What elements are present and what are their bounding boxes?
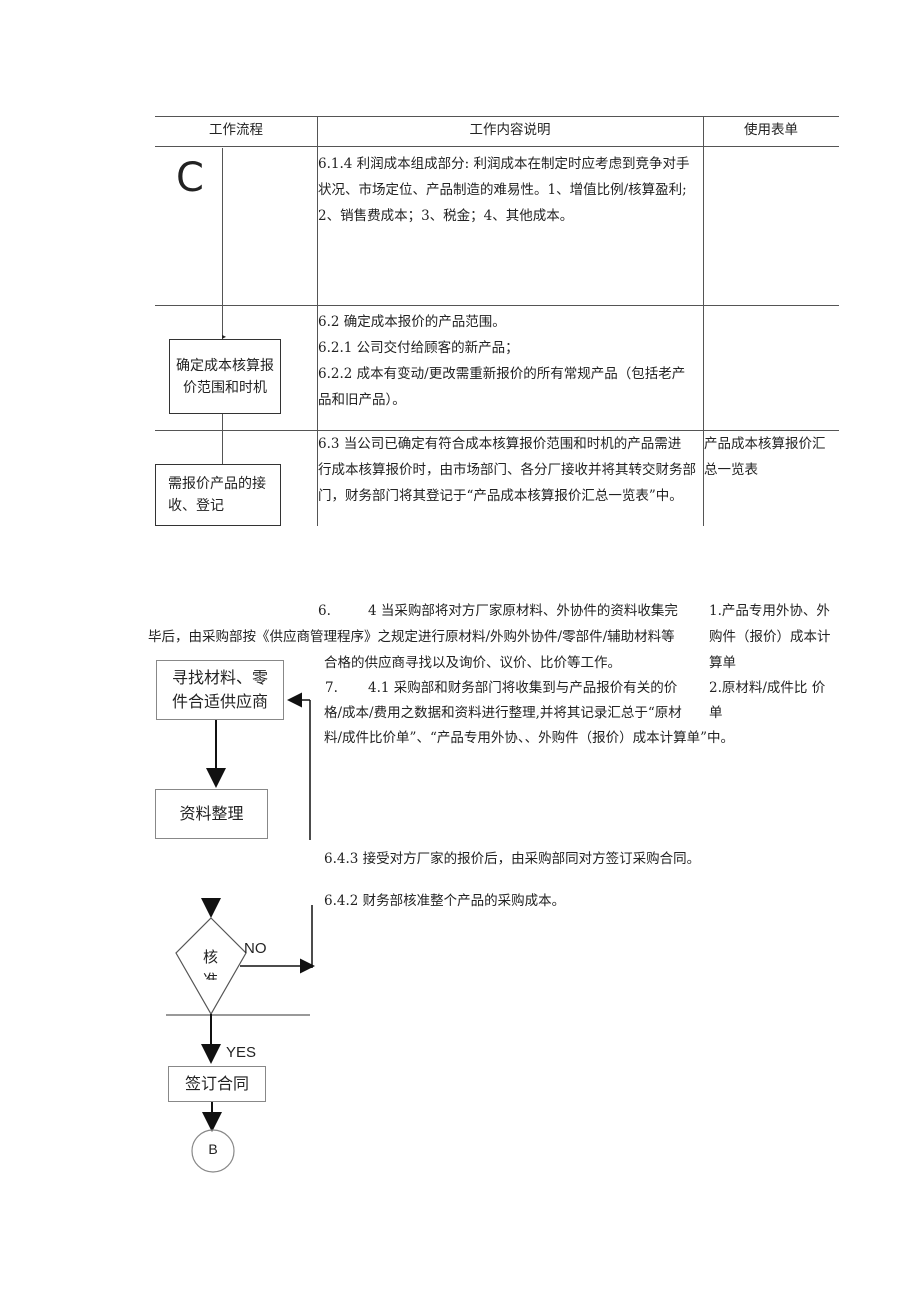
p1-line-2: 毕后，由采购部按《供应商管理程序》之规定进行原材料/外购外协件/零部件/辅助材料…	[148, 629, 675, 645]
process-box-register: 需报价产品的接收、登记	[155, 464, 281, 526]
row3-line-1: 6.3 当公司已确定有符合成本核算报价范围和时机的产品需进	[318, 436, 682, 452]
table-col-divider-1	[317, 116, 318, 526]
p1-lead: 4 当采购部将对方厂家原材料、外协件的资料收集完	[368, 603, 678, 619]
p2-line-2: 格/成本/费用之数据和资料进行整理,并将其记录汇总于“原材	[324, 705, 682, 721]
row3-form-line-1: 产品成本核算报价汇	[704, 436, 826, 452]
decision-label-1: 核	[203, 948, 219, 966]
box-organize-data-label: 资料整理	[179, 804, 244, 823]
row3-line-2: 行成本核算报价时，由市场部门、各分厂接收并将其转交财务部	[318, 462, 696, 478]
table-row2-rule	[155, 430, 839, 431]
box-find-supplier: 寻找材料、零件合适供应商	[156, 660, 284, 720]
yes-label: YES	[226, 1044, 257, 1061]
row1-line-1: 6.1.4 利润成本组成部分: 利润成本在制定时应考虑到竞争对手	[318, 156, 690, 172]
decision-label-2: 准	[203, 971, 219, 980]
table-col-divider-2	[703, 116, 704, 526]
no-label: NO	[244, 940, 267, 957]
connector-b-label: B	[208, 1141, 218, 1157]
row3-form-line-2: 总一览表	[704, 462, 758, 478]
header-forms: 使用表单	[744, 122, 798, 138]
connector-c: C	[176, 155, 204, 201]
process-box-scope-line2: 价范围和时机	[183, 379, 267, 396]
box-sign-contract-label: 签订合同	[184, 1074, 249, 1093]
process-box-register-line1: 需报价产品的接	[168, 476, 266, 492]
form1-line-3: 算单	[709, 655, 736, 671]
connector-b-circle	[191, 1129, 235, 1173]
box-find-supplier-line1: 寻找材料、零	[171, 668, 268, 687]
p4-text: 6.4.2 财务部核准整个产品的采购成本。	[324, 893, 566, 909]
form2-line-1: 2.原材料/成件比 价	[709, 680, 826, 696]
table-row1-rule	[155, 305, 839, 306]
p3-text: 6.4.3 接受对方厂家的报价后，由采购部同对方签订采购合同。	[324, 851, 701, 867]
row2-line-1: 6.2 确定成本报价的产品范围。	[318, 314, 506, 330]
table-header-rule	[155, 146, 839, 147]
p1-number: 6.	[318, 603, 331, 619]
box-organize-data: 资料整理	[155, 789, 268, 839]
flow-arrow-mark: ▸	[222, 332, 227, 341]
row2-line-3: 6.2.2 成本有变动/更改需重新报价的所有常规产品（包括老产	[318, 366, 686, 382]
p2-number: 7.	[325, 680, 338, 696]
row2-line-4: 品和旧产品）。	[318, 392, 406, 408]
process-box-scope-line1: 确定成本核算报	[176, 357, 274, 374]
process-box-register-line2: 收、登记	[168, 498, 224, 514]
process-box-scope: 确定成本核算报价范围和时机	[169, 339, 281, 414]
row2-line-2: 6.2.1 公司交付给顾客的新产品；	[318, 340, 519, 356]
table-top-rule	[155, 116, 839, 117]
row3-line-3: 门，财务部门将其登记于“产品成本核算报价汇总一览表”中。	[318, 488, 683, 504]
p1-line-3: 合格的供应商寻找以及询价、议价、比价等工作。	[324, 655, 621, 671]
row1-line-2: 状况、市场定位、产品制造的难易性。1、增值比例/核算盈利;	[318, 182, 687, 198]
form1-line-1: 1.产品专用外协、外	[709, 603, 830, 619]
box-find-supplier-line2: 件合适供应商	[171, 692, 268, 711]
header-flow: 工作流程	[209, 122, 263, 138]
header-content: 工作内容说明	[469, 122, 551, 138]
flow-line-2	[222, 305, 223, 340]
row1-line-3: 2、销售费成本；3、税金；4、其他成本。	[318, 208, 574, 224]
flow-line-3	[222, 413, 223, 465]
box-sign-contract: 签订合同	[168, 1066, 266, 1102]
form1-line-2: 购件（报价）成本计	[709, 629, 831, 645]
form2-line-2: 单	[709, 705, 723, 721]
p2-line-3: 料/成件比价单”、“产品专用外协、、外购件（报价）成本计算单”中。	[324, 730, 735, 746]
flow-line-1	[222, 148, 223, 305]
p2-lead: 4.1 采购部和财务部门将收集到与产品报价有关的价	[368, 680, 678, 696]
